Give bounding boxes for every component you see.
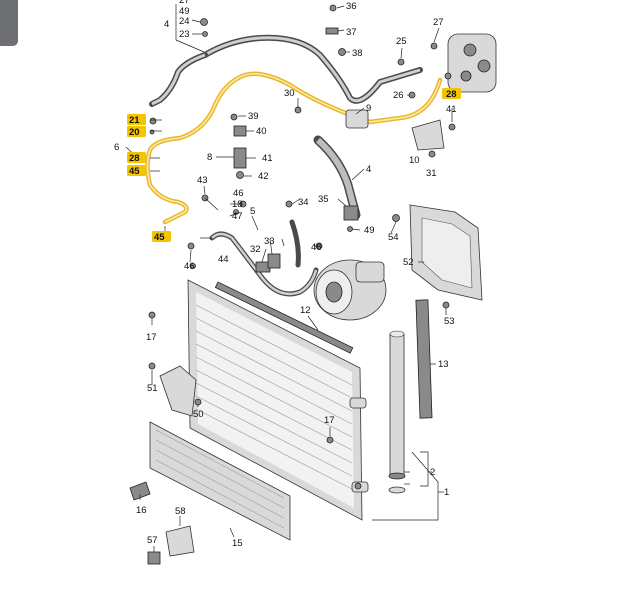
callout-5: 5 [250, 206, 255, 217]
callout-54: 54 [388, 232, 399, 243]
bracket-10 [411, 119, 445, 151]
compressor [313, 259, 387, 321]
bracket-51 [159, 365, 197, 417]
callout-41-right: 41 [446, 104, 457, 115]
callout-36: 36 [346, 1, 357, 12]
callout-49: 49 [179, 6, 190, 17]
highlight-boxes [127, 88, 461, 242]
callout-28-right: 28 [446, 89, 457, 100]
callout-30: 30 [284, 88, 295, 99]
corner-tab [0, 0, 18, 46]
pipe-grey-upper-inner [204, 36, 421, 103]
callout-2: 2 [430, 467, 435, 478]
pipe-44-inner [211, 232, 318, 296]
callout-49-mid: 49 [364, 225, 375, 236]
callout-13: 13 [438, 359, 449, 370]
callout-57: 57 [147, 535, 158, 546]
callout-46-top: 46 [233, 188, 244, 199]
callout-1: 1 [444, 487, 449, 498]
callout-31: 31 [426, 168, 437, 179]
callout-16: 16 [136, 505, 147, 516]
pipe-grey-upper [202, 34, 423, 104]
pipe-grey-left-inner [151, 53, 206, 106]
callout-52: 52 [403, 257, 414, 268]
callout-10: 10 [409, 155, 420, 166]
callout-42: 42 [258, 171, 269, 182]
clip-57 [147, 551, 161, 565]
callout-47: 47 [232, 211, 243, 222]
callout-41: 41 [262, 153, 273, 164]
small-fittings [148, 4, 456, 490]
pipe-46 [289, 219, 301, 268]
callout-18: 18 [232, 199, 243, 210]
callout-40: 40 [256, 126, 267, 137]
callout-21: 21 [129, 115, 140, 126]
callout-33: 33 [264, 236, 275, 247]
pipe-6-core [146, 72, 441, 223]
callout-46-mid: 46 [311, 242, 322, 253]
callout-34: 34 [298, 197, 309, 208]
callout-39: 39 [248, 111, 259, 122]
callout-44: 44 [218, 254, 229, 265]
callout-51: 51 [147, 383, 158, 394]
callout-17-mid: 17 [324, 415, 335, 426]
callout-20: 20 [129, 127, 140, 138]
callout-46-left: 46 [184, 261, 195, 272]
callout-6: 6 [114, 142, 119, 153]
callout-28-left: 28 [129, 153, 140, 164]
bracket-16 [129, 481, 151, 501]
seal-strip-13 [415, 299, 433, 419]
expansion-valve-27 [447, 33, 497, 93]
callout-45-lower: 45 [154, 232, 165, 243]
callout-26: 26 [393, 90, 404, 101]
callout-37: 37 [346, 27, 357, 38]
callout-50: 50 [193, 409, 204, 420]
bracket-58 [165, 525, 195, 557]
callout-17-top: 17 [146, 332, 157, 343]
callout-58: 58 [175, 506, 186, 517]
callout-27-top: 27 [179, 0, 190, 6]
pipe-grey-left [149, 52, 208, 107]
condenser-12 [187, 279, 369, 521]
callout-35: 35 [318, 194, 329, 205]
callout-45-left: 45 [129, 166, 140, 177]
callout-12: 12 [300, 305, 311, 316]
screen-15 [149, 421, 291, 541]
callout-8: 8 [207, 152, 212, 163]
receiver-drier [388, 330, 406, 494]
callout-25: 25 [396, 36, 407, 47]
callout-4: 4 [164, 19, 169, 30]
callout-labels: 27 49 4 24 23 36 37 38 25 27 26 28 41 9 … [114, 0, 457, 549]
connector-9 [345, 109, 369, 129]
callout-23: 23 [179, 29, 190, 40]
callout-15: 15 [232, 538, 243, 549]
callout-27: 27 [433, 17, 444, 28]
callout-53: 53 [444, 316, 455, 327]
callout-43: 43 [197, 175, 208, 186]
callout-9: 9 [366, 103, 371, 114]
leader-lines [125, 4, 453, 552]
callout-24: 24 [179, 16, 190, 27]
callout-32: 32 [250, 244, 261, 255]
seal-bar [214, 281, 354, 354]
callout-4-hose: 4 [366, 164, 371, 175]
callout-38: 38 [352, 48, 363, 59]
